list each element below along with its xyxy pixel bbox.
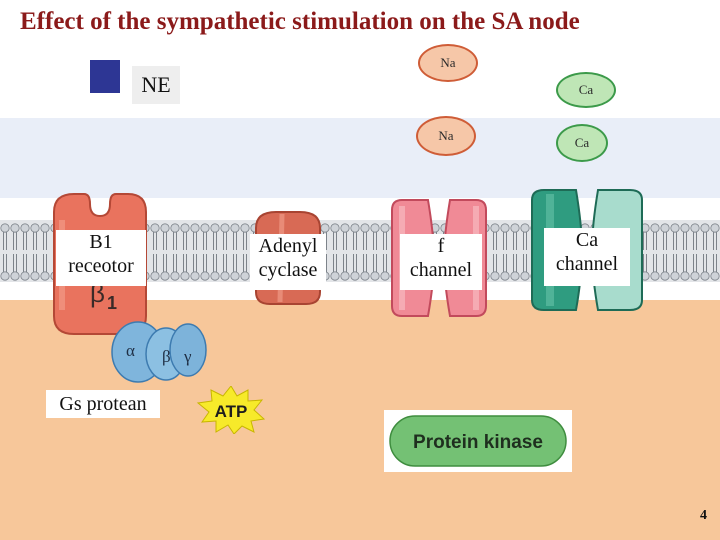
ca-ion-top: Ca [556,72,616,108]
protein-kinase: Protein kinase [384,410,572,472]
b1-receptor-label-line1: B1 [89,231,113,253]
beta1-subscript: 1 [107,293,117,313]
alpha-subunit-label: α [126,341,135,360]
gs-protein-label: Gs protean [46,390,160,418]
atp-starburst: ATP [196,386,266,434]
ca-ion-bottom: Ca [556,124,608,162]
ne-ligand-square [90,60,120,93]
na-ion-top: Na [418,44,478,82]
f-channel-label-line2: channel [409,259,473,281]
ca-channel-label: Ca channel [544,228,630,286]
adenyl-cyclase-label-line2: cyclase [258,259,318,281]
ca-channel-label-line2: channel [555,253,619,275]
protein-kinase-label: Protein kinase [413,432,543,453]
gamma-subunit-label: γ [183,347,192,366]
ne-label: NE [132,66,180,104]
f-channel-label: f channel [400,234,482,290]
page-title: Effect of the sympathetic stimulation on… [20,8,580,35]
adenyl-cyclase-label: Adenyl cyclase [250,234,326,290]
adenyl-cyclase-label-line1: Adenyl [258,235,318,257]
beta-subunit-label: β [162,347,171,366]
b1-receptor-label-line2: receotor [68,255,134,277]
f-channel-label-line1: f [437,235,445,257]
page-number: 4 [700,508,707,523]
na-ion-bottom: Na [416,116,476,156]
atp-label: ATP [215,402,248,421]
b1-receptor-label: B1 receotor [56,230,146,286]
ca-channel-label-line1: Ca [575,229,599,251]
gs-protein-complex: α β γ [111,321,207,383]
